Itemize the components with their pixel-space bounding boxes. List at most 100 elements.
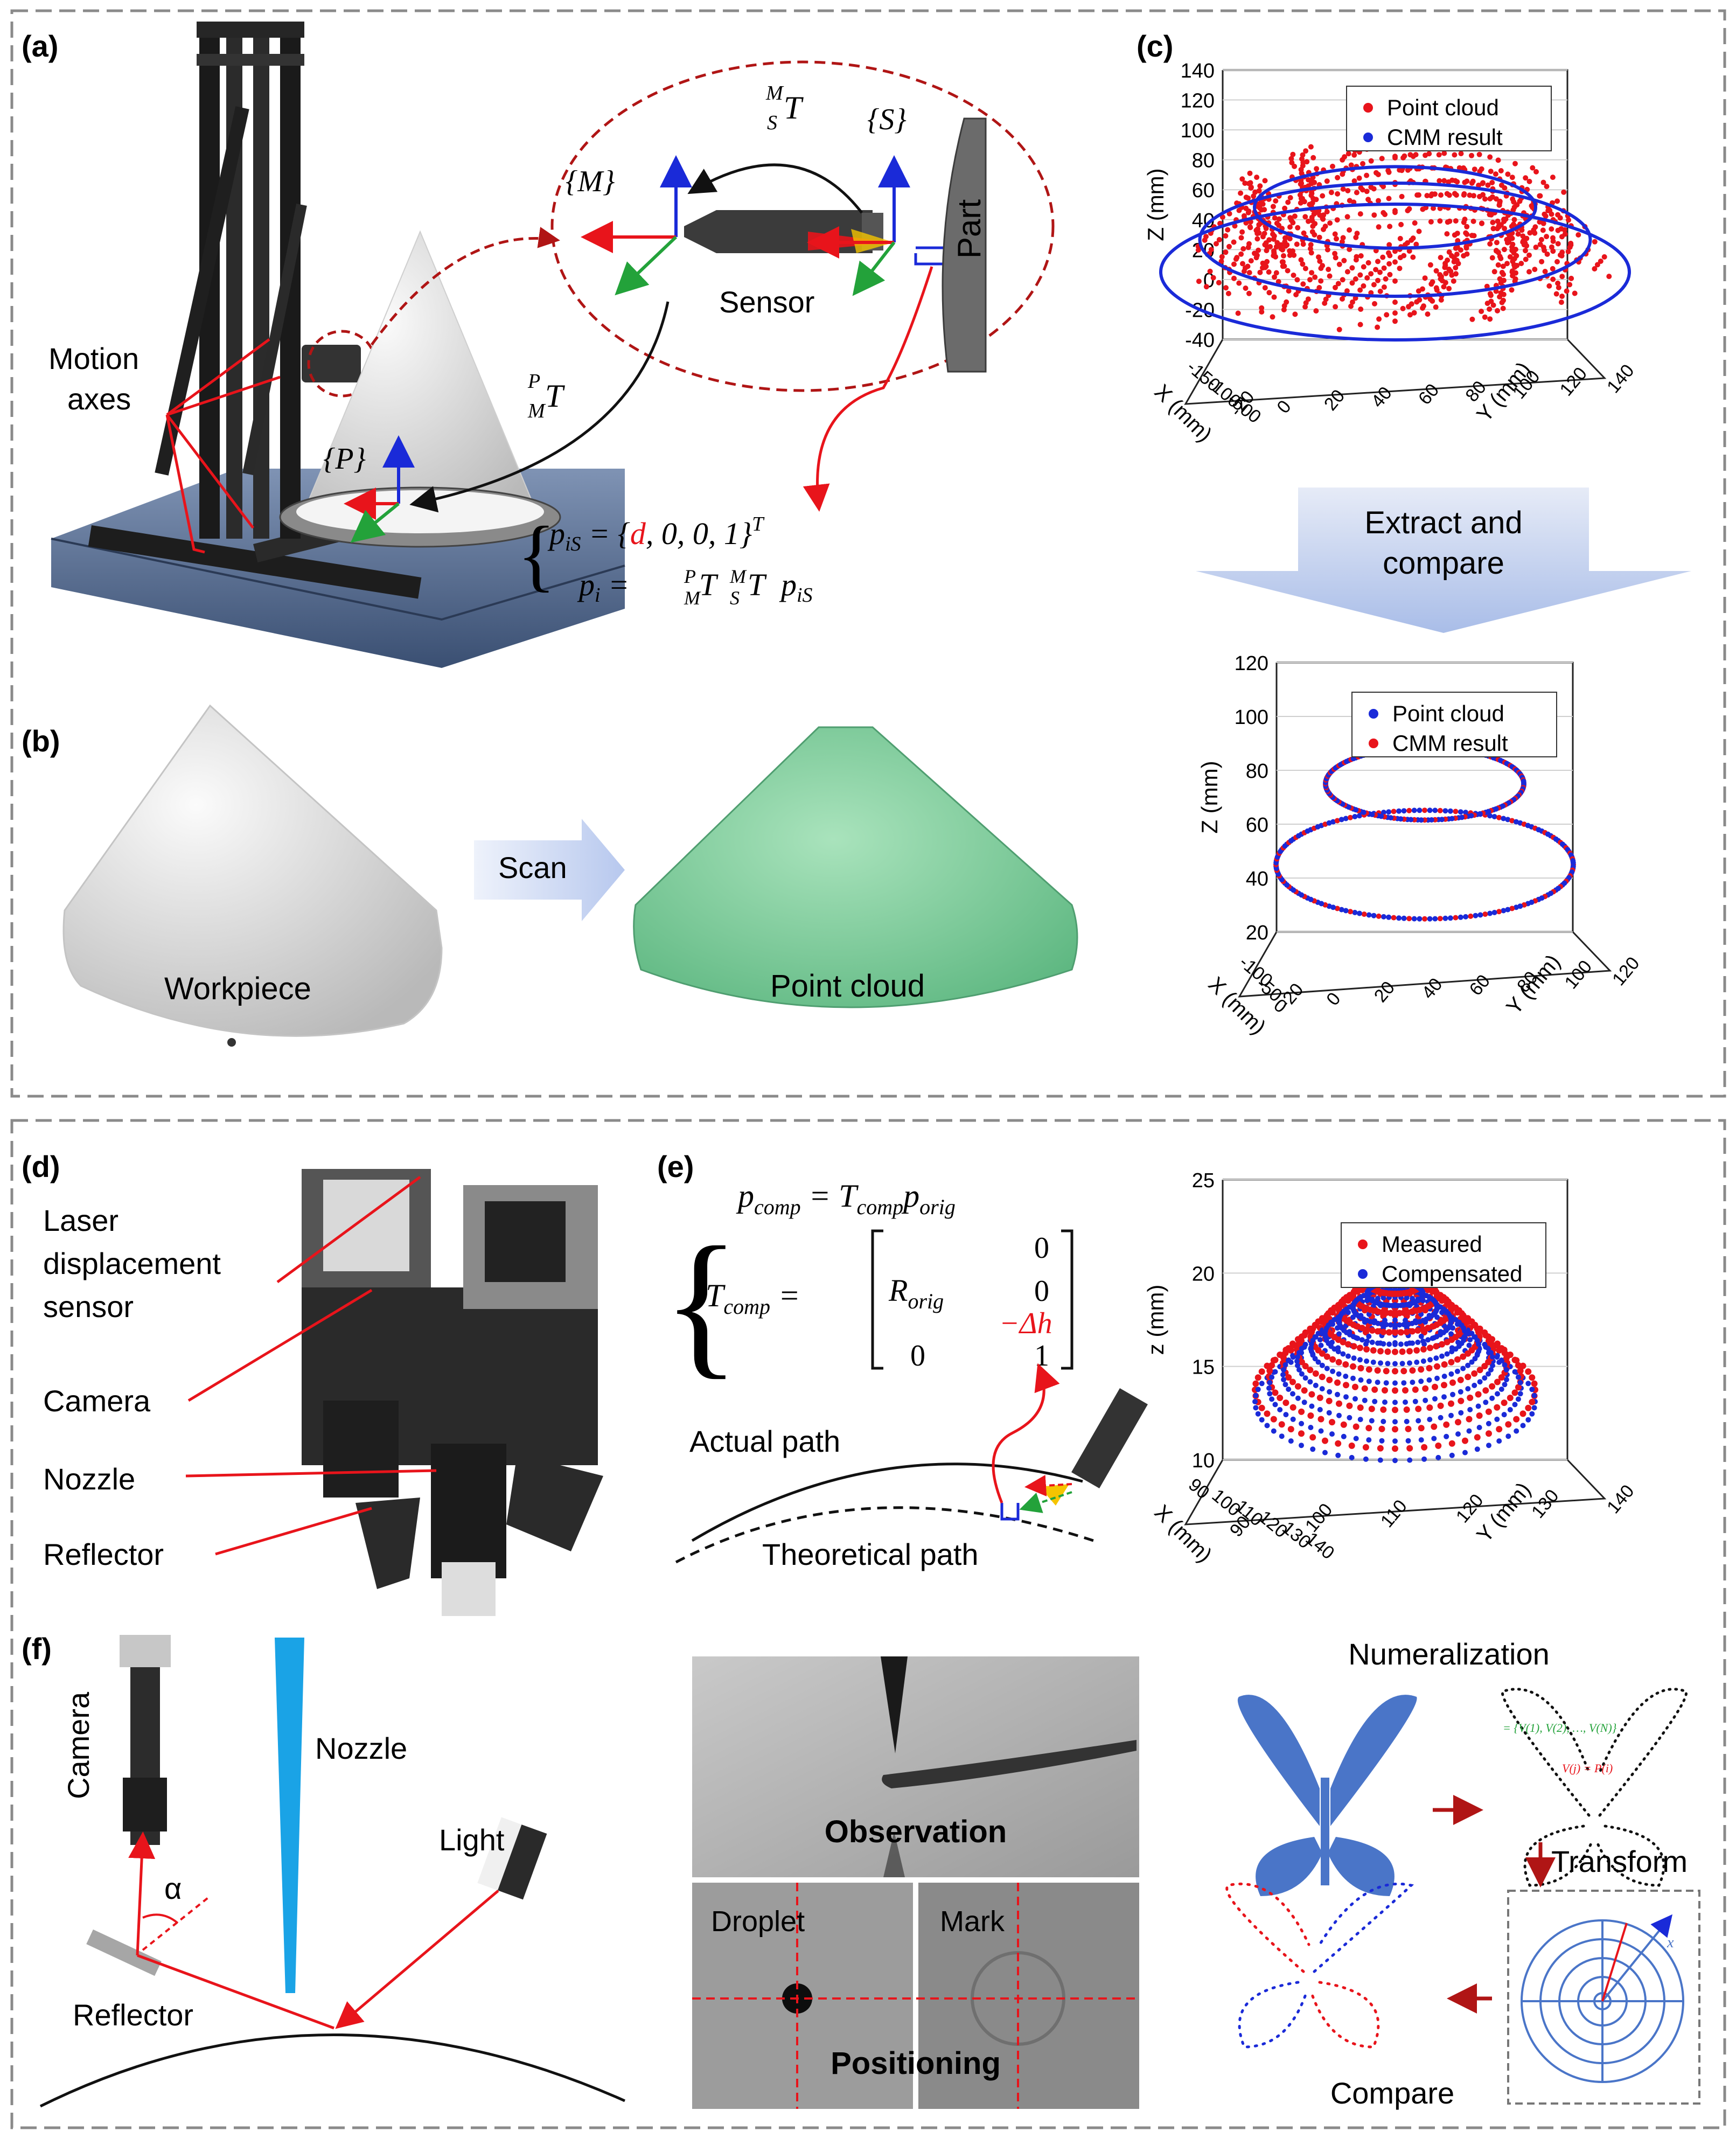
chart-point-ring [1487, 910, 1493, 916]
pointer-line-1 [165, 414, 205, 554]
chart-point-pointcloud [1405, 167, 1411, 173]
chart-point-pointcloud [1316, 254, 1321, 260]
chart-point-pointcloud [1216, 237, 1222, 242]
chart-point-compensated [1336, 1371, 1342, 1377]
chart-point-pointcloud [1259, 305, 1265, 311]
chart-point-compensated [1418, 1437, 1424, 1443]
chart-point-pointcloud [1254, 231, 1260, 236]
chart-point-measured [1322, 1437, 1328, 1444]
chart-point-compensated [1369, 1339, 1375, 1345]
chart-point-pointcloud [1386, 196, 1392, 201]
chart-point-compensated [1290, 1353, 1295, 1359]
part-label: Part [951, 199, 987, 259]
chart-point-measured [1458, 1397, 1465, 1404]
chart-point-pointcloud [1405, 240, 1410, 246]
chart-point-pointcloud [1512, 161, 1518, 166]
chart-point-measured [1298, 1430, 1305, 1437]
chart-point-pointcloud [1272, 274, 1277, 280]
svg-text:pi =: pi = [577, 567, 629, 607]
chart-point-pointcloud [1422, 275, 1428, 281]
chart-point-pointcloud [1365, 260, 1371, 266]
chart-point-pointcloud [1223, 285, 1229, 291]
polar-box [1507, 1890, 1700, 2105]
chart-point-pointcloud [1411, 310, 1417, 316]
chart-point-pointcloud [1358, 253, 1364, 259]
chart-point-pointcloud [1354, 231, 1360, 236]
chart-point-compensated [1336, 1331, 1342, 1337]
chart-point-pointcloud [1443, 270, 1449, 276]
equation-2: pi = P M T M S T piS [577, 566, 813, 609]
chart-point-measured [1343, 1382, 1349, 1389]
chart-point-measured [1431, 1423, 1438, 1430]
chart-point-ring [1386, 809, 1392, 815]
chart-point-compensated [1397, 1322, 1403, 1328]
chart-point-pointcloud [1287, 236, 1293, 242]
chart-point-pointcloud [1594, 262, 1600, 268]
chart-point-pointcloud [1406, 304, 1412, 310]
chart-point-pointcloud [1606, 274, 1612, 280]
chart-point-measured [1357, 1404, 1364, 1411]
workpiece-label: Workpiece [164, 971, 311, 1006]
svg-text:piS = {d, 0, 0, 1}T: piS = {d, 0, 0, 1}T [547, 513, 765, 555]
chart-point-pointcloud [1510, 273, 1516, 278]
chart-point-ring [1391, 809, 1397, 814]
chart-point-pointcloud [1424, 193, 1430, 199]
chart-point-compensated [1294, 1359, 1300, 1364]
chart-point-measured [1494, 1404, 1501, 1411]
chart-point-compensated [1327, 1389, 1333, 1395]
chart-point-compensated [1357, 1417, 1363, 1423]
chart-point-pointcloud [1425, 311, 1431, 317]
chart-point-pointcloud [1384, 312, 1390, 318]
chart-point-pointcloud [1270, 204, 1276, 210]
chart-point-measured [1377, 1348, 1384, 1355]
chart-point-pointcloud [1381, 265, 1387, 271]
chart-point-measured [1448, 1440, 1455, 1447]
chart-point-compensated [1403, 1318, 1408, 1323]
chart-point-compensated [1412, 1398, 1418, 1404]
chart-point-measured [1405, 1425, 1412, 1432]
chart-point-pointcloud [1515, 231, 1521, 237]
chart-point-pointcloud [1312, 232, 1317, 238]
chart-point-pointcloud [1203, 284, 1209, 290]
chart-point-pointcloud [1527, 230, 1533, 236]
chart-point-pointcloud [1357, 287, 1363, 293]
chart-point-compensated [1382, 1399, 1388, 1405]
chart-z-tick: -40 [1185, 329, 1215, 352]
transform-pm-arrow [409, 301, 670, 513]
f-alpha-label: α [164, 1871, 182, 1905]
chart-point-pointcloud [1276, 222, 1282, 228]
chart-point-pointcloud [1348, 303, 1354, 309]
chart-point-pointcloud [1302, 214, 1308, 220]
chart-point-pointcloud [1210, 275, 1216, 281]
f-ray-camera [128, 1831, 156, 1956]
chart-point-pointcloud [1196, 278, 1202, 284]
chart-point-compensated [1282, 1362, 1288, 1368]
transform-pm-T: T [545, 378, 565, 414]
chart-point-compensated [1329, 1431, 1335, 1437]
chart-point-pointcloud [1410, 154, 1416, 159]
chart-point-pointcloud [1550, 276, 1556, 282]
chart-point-pointcloud [1234, 255, 1240, 261]
chart-point-measured [1352, 1383, 1358, 1390]
chart-point-ring [1509, 818, 1515, 824]
polar-x-axis-label: x [1667, 1934, 1674, 1951]
chart-point-pointcloud [1245, 263, 1251, 269]
chart-point-ring [1330, 819, 1336, 825]
chart-point-pointcloud [1453, 265, 1459, 270]
chart-point-pointcloud [1387, 224, 1393, 229]
chart-legend-marker [1358, 1239, 1368, 1249]
chart-point-pointcloud [1231, 261, 1237, 267]
chart-point-ring [1477, 912, 1483, 918]
chart-point-ring [1396, 915, 1402, 921]
chart-point-measured [1282, 1349, 1289, 1356]
chart-point-pointcloud [1288, 156, 1294, 162]
chart-point-measured [1285, 1345, 1292, 1352]
chart-point-ring [1417, 916, 1423, 922]
chart-point-compensated [1407, 1457, 1413, 1463]
eq-comp-line1: pcomp = Tcompporig [736, 1178, 956, 1219]
chart-point-compensated [1430, 1335, 1435, 1341]
chart-point-pointcloud [1334, 217, 1340, 223]
chart-point-compensated [1366, 1378, 1372, 1384]
chart-point-measured [1357, 1364, 1364, 1371]
chart-point-compensated [1392, 1380, 1398, 1386]
